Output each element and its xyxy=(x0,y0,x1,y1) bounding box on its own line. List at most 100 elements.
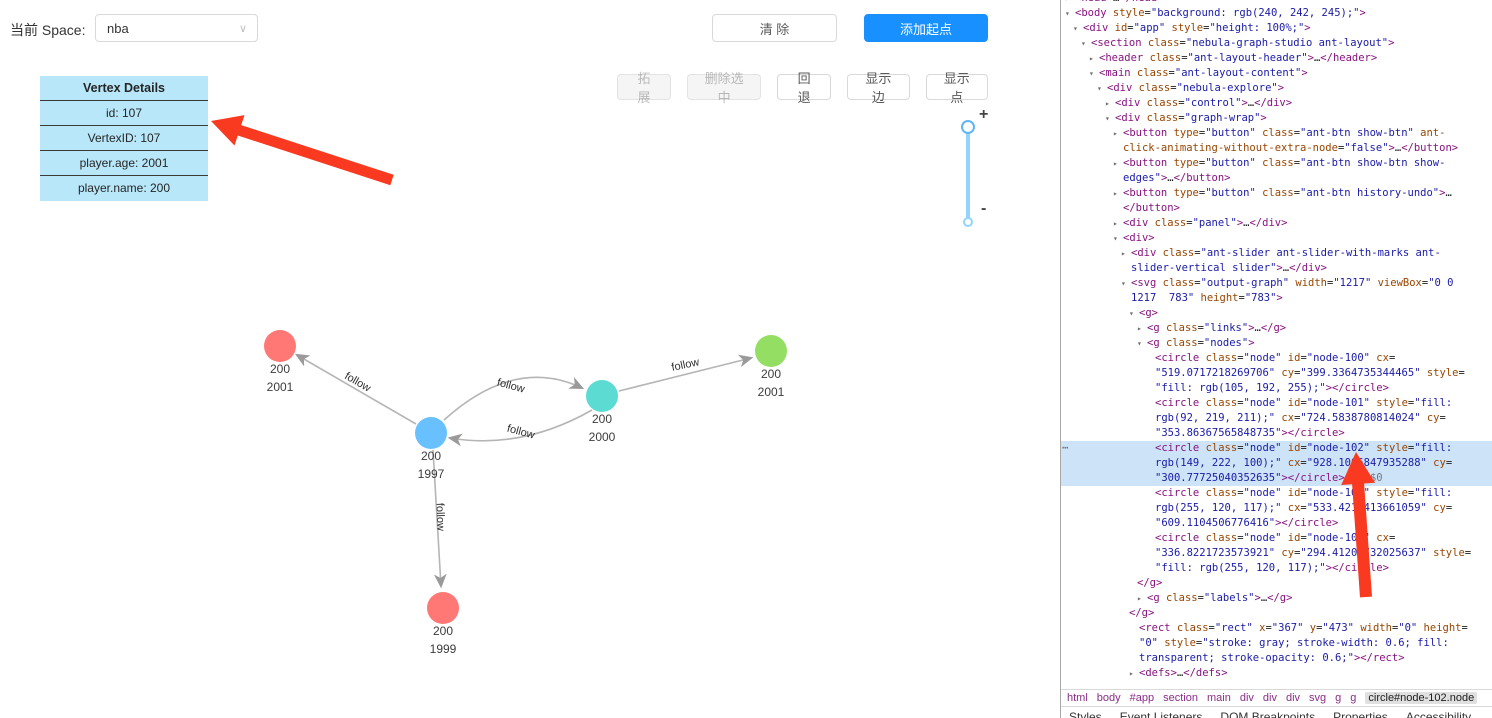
devtools-code-line[interactable]: <circle class="node" id="node-100" cx= xyxy=(1155,352,1396,364)
devtools-code-line[interactable]: "353.86367565848735"></circle> xyxy=(1155,427,1345,439)
graph-node[interactable] xyxy=(415,417,447,449)
expand-arrow-icon[interactable]: ▸ xyxy=(1113,159,1118,168)
devtools-tab[interactable]: Styles xyxy=(1069,710,1102,718)
zoom-slider[interactable]: + - xyxy=(952,104,992,234)
devtools-tab[interactable]: Event Listeners xyxy=(1119,710,1203,718)
devtools-code-line[interactable]: ▾<main class="ant-layout-content"> xyxy=(1089,67,1308,79)
graph-node[interactable] xyxy=(427,592,459,624)
devtools-code-line[interactable]: </g> xyxy=(1129,607,1155,619)
expand-arrow-icon[interactable]: ▸ xyxy=(1137,594,1142,603)
devtools-code-line[interactable]: "0" style="stroke: gray; stroke-width: 0… xyxy=(1139,637,1449,649)
expand-arrow-icon[interactable]: ▾ xyxy=(1105,114,1110,123)
expand-arrow-icon[interactable]: ▾ xyxy=(1113,234,1118,243)
breadcrumb-item[interactable]: div xyxy=(1239,692,1254,704)
devtools-code-line[interactable]: edges">…</button> xyxy=(1123,172,1231,184)
expand-arrow-icon[interactable]: ▸ xyxy=(1113,129,1118,138)
devtools-code-line[interactable]: "300.77725040352635"></circle> == $0 xyxy=(1061,471,1492,486)
devtools-code-line[interactable]: ▸<g class="links">…</g> xyxy=(1137,322,1287,334)
breadcrumb-item-selected[interactable]: circle#node-102.node xyxy=(1365,692,1478,704)
devtools-code-line[interactable]: ▸<div class="panel">…</div> xyxy=(1113,217,1288,229)
devtools-code-line[interactable]: ▸<button type="button" class="ant-btn sh… xyxy=(1113,127,1446,139)
expand-arrow-icon[interactable]: ▾ xyxy=(1129,309,1134,318)
devtools-code-line[interactable]: </button> xyxy=(1123,202,1180,214)
devtools-code-line[interactable]: "fill: rgb(255, 120, 117);"></circle> xyxy=(1155,562,1389,574)
devtools-code-line[interactable]: <circle class="node" id="node-101" style… xyxy=(1155,397,1453,409)
devtools-tab[interactable]: DOM Breakpoints xyxy=(1220,710,1316,718)
add-start-point-button[interactable]: 添加起点 xyxy=(864,14,988,42)
devtools-code-line[interactable]: slider-vertical slider">…</div> xyxy=(1131,262,1327,274)
graph-edge[interactable] xyxy=(294,353,417,425)
devtools-code-line[interactable]: ▾<div class="graph-wrap"> xyxy=(1105,112,1267,124)
devtools-tab[interactable]: Accessibility xyxy=(1405,710,1472,718)
breadcrumb-item[interactable]: g xyxy=(1335,692,1342,704)
devtools-code-line[interactable]: ▸<button type="button" class="ant-btn hi… xyxy=(1113,187,1452,199)
devtools-code-line[interactable]: <rect class="rect" x="367" y="473" width… xyxy=(1139,622,1468,634)
expand-arrow-icon[interactable]: ▸ xyxy=(1129,669,1134,678)
devtools-code-line[interactable]: </g> xyxy=(1137,577,1163,589)
devtools-code-line[interactable]: "609.1104506776416"></circle> xyxy=(1155,517,1339,529)
breadcrumb-item[interactable]: svg xyxy=(1309,692,1327,704)
devtools-code-line[interactable]: ▸<head>…</head> xyxy=(1061,0,1492,6)
breadcrumb-item[interactable]: html xyxy=(1067,692,1088,704)
devtools-code-line[interactable]: ▾<body style="background: rgb(240, 242, … xyxy=(1065,7,1366,19)
expand-arrow-icon[interactable]: ▾ xyxy=(1097,84,1102,93)
devtools-code-line[interactable]: 1217 783" height="783"> xyxy=(1131,292,1283,304)
expand-arrow-icon[interactable]: ▾ xyxy=(1089,69,1094,78)
devtools-code-line[interactable]: ▾<div class="nebula-explore"> xyxy=(1097,82,1285,94)
graph-edge[interactable] xyxy=(443,376,585,421)
expand-arrow-icon[interactable]: ▸ xyxy=(1113,219,1118,228)
devtools-code-line[interactable]: ▾<g class="nodes"> xyxy=(1137,337,1255,349)
breadcrumb-item[interactable]: body xyxy=(1096,692,1121,704)
devtools-code-line[interactable]: rgb(92, 219, 211);" cx="724.583878081402… xyxy=(1155,412,1446,424)
graph-node[interactable] xyxy=(264,330,296,362)
devtools-code-line[interactable]: ▾<svg class="output-graph" width="1217" … xyxy=(1121,277,1454,289)
devtools-code-line[interactable]: ▾<div> xyxy=(1113,232,1155,244)
breadcrumb-item[interactable]: #app xyxy=(1129,692,1155,704)
expand-arrow-icon[interactable]: ▸ xyxy=(1137,324,1142,333)
devtools-code-line[interactable]: ▸<header class="ant-layout-header">…</he… xyxy=(1089,52,1378,64)
expand-arrow-icon[interactable]: ▾ xyxy=(1121,279,1126,288)
devtools-code-line[interactable]: <circle class="node" id="node-101" cx= xyxy=(1155,532,1396,544)
devtools-tab[interactable]: Properties xyxy=(1333,710,1388,718)
devtools-code-line[interactable]: rgb(149, 222, 100);" cx="928.10068479352… xyxy=(1061,456,1492,471)
breadcrumb-item[interactable]: div xyxy=(1262,692,1277,704)
devtools-code-line[interactable]: ▾<g> xyxy=(1129,307,1158,319)
devtools-code-line[interactable]: <circle class="node" id="node-106" style… xyxy=(1155,487,1453,499)
zoom-slider-track[interactable] xyxy=(966,127,970,222)
breadcrumb-item[interactable]: section xyxy=(1163,692,1198,704)
expand-arrow-icon[interactable]: ▸ xyxy=(1089,54,1094,63)
devtools-code-line[interactable]: rgb(255, 120, 117);" cx="533.42154136610… xyxy=(1155,502,1453,514)
devtools-code-line[interactable]: ▾<section class="nebula-graph-studio ant… xyxy=(1081,37,1395,49)
devtools-code-line[interactable]: ⋯<circle class="node" id="node-102" styl… xyxy=(1061,441,1492,456)
devtools-code-line[interactable]: ▸<button type="button" class="ant-btn sh… xyxy=(1113,157,1446,169)
expand-arrow-icon[interactable]: ▾ xyxy=(1081,39,1086,48)
expand-arrow-icon[interactable]: ▸ xyxy=(1121,249,1126,258)
breadcrumb-item[interactable]: g xyxy=(1350,692,1357,704)
expand-arrow-icon[interactable]: ▾ xyxy=(1065,9,1070,18)
expand-arrow-icon[interactable]: ▸ xyxy=(1105,99,1110,108)
devtools-code-line[interactable]: ▸<div class="control">…</div> xyxy=(1105,97,1293,109)
graph-edge[interactable] xyxy=(618,354,754,392)
devtools-code-line[interactable]: ▸<div class="ant-slider ant-slider-with-… xyxy=(1121,247,1441,259)
devtools-code-line[interactable]: "519.0717218269706" cy="399.336473534446… xyxy=(1155,367,1465,379)
zoom-slider-handle[interactable] xyxy=(961,120,975,134)
graph-edge[interactable] xyxy=(447,409,593,447)
breadcrumb-item[interactable]: main xyxy=(1206,692,1231,704)
expand-arrow-icon[interactable]: ▸ xyxy=(1113,189,1118,198)
expand-arrow-icon[interactable]: ▾ xyxy=(1073,24,1078,33)
graph-edge[interactable] xyxy=(432,449,447,589)
expand-arrow-icon[interactable]: ▸ xyxy=(1065,0,1075,6)
devtools-code-line[interactable]: "fill: rgb(105, 192, 255);"></circle> xyxy=(1155,382,1389,394)
clear-button[interactable]: 清 除 xyxy=(712,14,837,42)
breadcrumb-item[interactable]: div xyxy=(1285,692,1301,704)
devtools-code-line[interactable]: ▾<div id="app" style="height: 100%;"> xyxy=(1073,22,1311,34)
devtools-code-line[interactable]: click-animating-without-extra-node="fals… xyxy=(1123,142,1459,154)
devtools-code-line[interactable]: ▸<g class="labels">…</g> xyxy=(1137,592,1293,604)
graph-node[interactable] xyxy=(586,380,618,412)
devtools-code-line[interactable]: ▸<defs>…</defs> xyxy=(1129,667,1228,679)
expand-arrow-icon[interactable]: ▾ xyxy=(1137,339,1142,348)
devtools-code-line[interactable]: transparent; stroke-opacity: 0.6;"></rec… xyxy=(1139,652,1405,664)
space-select[interactable]: nba ∨ xyxy=(95,14,258,42)
show-edges-button[interactable]: 显示边 xyxy=(847,71,910,105)
